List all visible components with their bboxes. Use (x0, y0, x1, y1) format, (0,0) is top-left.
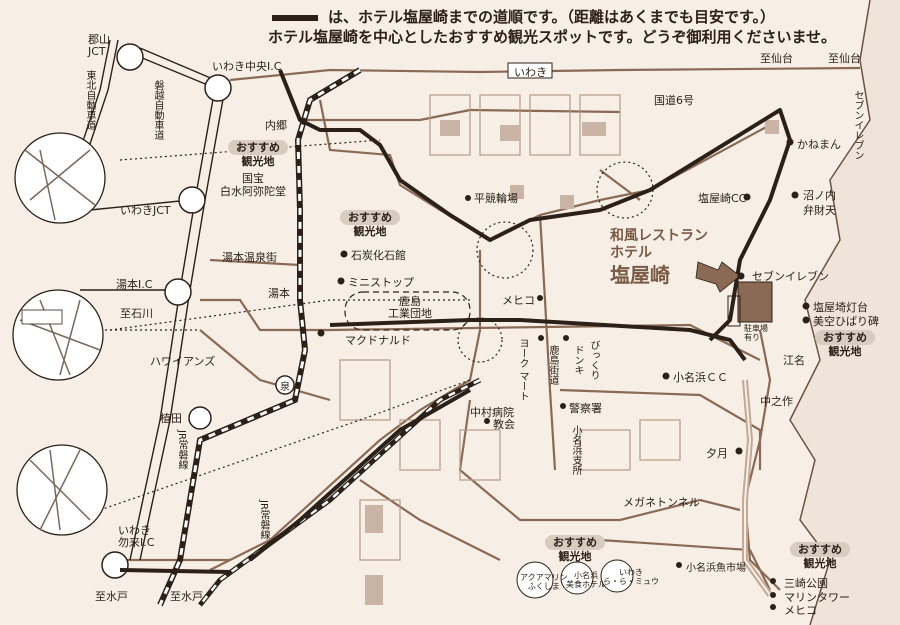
recommend-badge-4: おすすめ 観光地 (545, 535, 605, 563)
label-to-sendai-2: 至仙台 (828, 52, 861, 65)
label-lighthouse: 塩屋埼灯台 (813, 301, 868, 314)
label-koriyama-jct: 郡山 JCT (88, 33, 110, 58)
sea-area (790, 0, 900, 625)
label-mcdonalds: マクドナルド (345, 334, 411, 347)
recommend-badge-5: おすすめ 観光地 (790, 542, 850, 570)
label-benzaiten: 弁財天 (803, 204, 836, 217)
label-meiko2: メヒコ (784, 604, 817, 617)
label-bikkuri: びっくり (588, 340, 599, 380)
label-to-ishikawa: 至石川 (120, 307, 153, 320)
label-misora: 美空ひばり碑 (813, 315, 879, 328)
label-aquamarine: アクアマリン ふくしま (520, 573, 568, 591)
header-line2: ホテル塩屋崎を中心としたおすすめ観光スポットです。どうぞ御利用くださいませ。 (268, 28, 837, 46)
badge-label: おすすめ (228, 140, 288, 155)
badge-area: 観光地 (558, 550, 592, 563)
header-line1: は、ホテル塩屋崎までの道順です。（距離はあくまでも目安です。） (328, 8, 776, 26)
badge-area: 観光地 (353, 225, 387, 238)
label-iwaki-station: いわき (514, 66, 547, 79)
label-marine-tower: マリンタワー (784, 591, 850, 604)
badge-area: 観光地 (828, 345, 862, 358)
jr-line2-dash (199, 378, 481, 606)
label-to-sendai-1: 至仙台 (760, 52, 793, 65)
label-seven-eleven: セブンイレブン (752, 270, 829, 283)
label-police: 警察署 (569, 402, 602, 415)
label-uchigo: 内郷 (265, 119, 287, 132)
recommend-badge-2: おすすめ 観光地 (340, 210, 400, 238)
label-yumoto-ic: 湯本I.C (116, 278, 153, 291)
hotel-line2: ホテル (610, 245, 652, 261)
label-megane-tunnel: メガネトンネル (623, 496, 700, 509)
label-kanemama: かねまん (797, 138, 841, 151)
label-shirasu-amidado: 国宝 白水阿弥陀堂 (220, 172, 286, 198)
industrial-park-outline (344, 291, 471, 331)
label-route6: 国道6号 (654, 94, 694, 107)
label-hawaiians: ハワイアンズ (150, 355, 216, 368)
label-iwaki-nakoso-ic: いわき 勿来I.C (118, 524, 155, 549)
label-church: 教会 (493, 418, 515, 431)
badge-label: おすすめ (545, 535, 605, 550)
coast-road-inner (744, 379, 771, 596)
spot-dots (317, 138, 810, 610)
label-onahama-hotel: 小名浜 美食ホテル (566, 571, 606, 589)
label-kashima-road: 鹿島街道 (547, 345, 558, 385)
label-shioyasaki-cc: 塩屋崎CC (698, 192, 747, 205)
label-izumi: 泉 (280, 382, 290, 393)
label-to-mito-2: 至水戸 (170, 590, 203, 603)
label-meiko: メヒコ (502, 294, 535, 307)
label-parking: 駐車場 有り (744, 324, 768, 342)
label-iwaki-jct: いわきJCT (120, 204, 171, 217)
hotel-title: 和風レストラン ホテル 塩屋崎 (610, 228, 708, 288)
badge-label: おすすめ (790, 542, 850, 557)
jr-line-dash (158, 68, 361, 606)
label-sekitan: 石炭化石館 (351, 249, 406, 262)
label-joban-line: JR常磐線 (176, 430, 187, 470)
inset-circles (12, 132, 108, 536)
label-joban-line-2: JR常磐線 (258, 500, 269, 540)
label-onahama-branch: 小名浜支所 (570, 425, 581, 475)
label-nakanosaku: 中之作 (760, 395, 793, 408)
hotel-name: 塩屋崎 (610, 263, 670, 287)
label-tohoku-expwy: 東北自動車道 (84, 70, 95, 130)
badge-area: 観光地 (241, 155, 275, 168)
label-seven-eleven-vertical: セブンイレブン (852, 90, 863, 160)
iwaki-station-box (507, 62, 553, 79)
label-to-mito-1: 至水戸 (95, 590, 128, 603)
label-kashima-industrial: 鹿島 工業団地 (388, 295, 432, 320)
label-taira-keirin: 平競輪場 (474, 192, 518, 205)
recommend-badge-3: おすすめ 観光地 (815, 330, 875, 358)
badge-label: おすすめ (815, 330, 875, 345)
label-numanouchi: 沼ノ内 (803, 189, 836, 202)
hotel-line1: 和風レストラン (610, 228, 708, 244)
coastline (789, 0, 871, 625)
badge-label: おすすめ (340, 210, 400, 225)
label-bandai-expwy: 磐越自動車道 (152, 80, 163, 140)
label-yuzuki: 夕月 (706, 447, 728, 460)
label-nakamura-hospital: 中村病院 (470, 406, 514, 419)
label-yorkmart: ヨーク マート (517, 338, 528, 402)
label-ministop: ミニストップ (348, 276, 414, 289)
label-misaki-park: 三崎公園 (784, 577, 828, 590)
local-roads (110, 66, 861, 591)
label-lalamew: いわき ら・ら・ミュウ (603, 568, 659, 586)
badge-area: 観光地 (803, 557, 837, 570)
road-blocks (339, 94, 681, 561)
label-ena: 江名 (783, 354, 805, 367)
recommend-badge-1: おすすめ 観光地 (228, 140, 288, 168)
hotel-marker (695, 261, 773, 327)
main-route (119, 69, 792, 574)
label-iwaki-chuo-ic: いわき中央I.C (212, 60, 282, 73)
label-yumoto-onsen: 湯本温泉街 (222, 251, 277, 264)
bottom-spot-circles (516, 559, 634, 599)
label-donki: ドンキ (572, 345, 583, 375)
label-onahama-cc: 小名浜ＣＣ (673, 371, 728, 384)
label-yumoto: 湯本 (268, 287, 290, 300)
izumi-station (275, 375, 295, 395)
label-fish-market: 小名浜魚市場 (686, 563, 746, 574)
building-blocks (365, 120, 779, 605)
label-ueda: 植田 (160, 412, 182, 425)
